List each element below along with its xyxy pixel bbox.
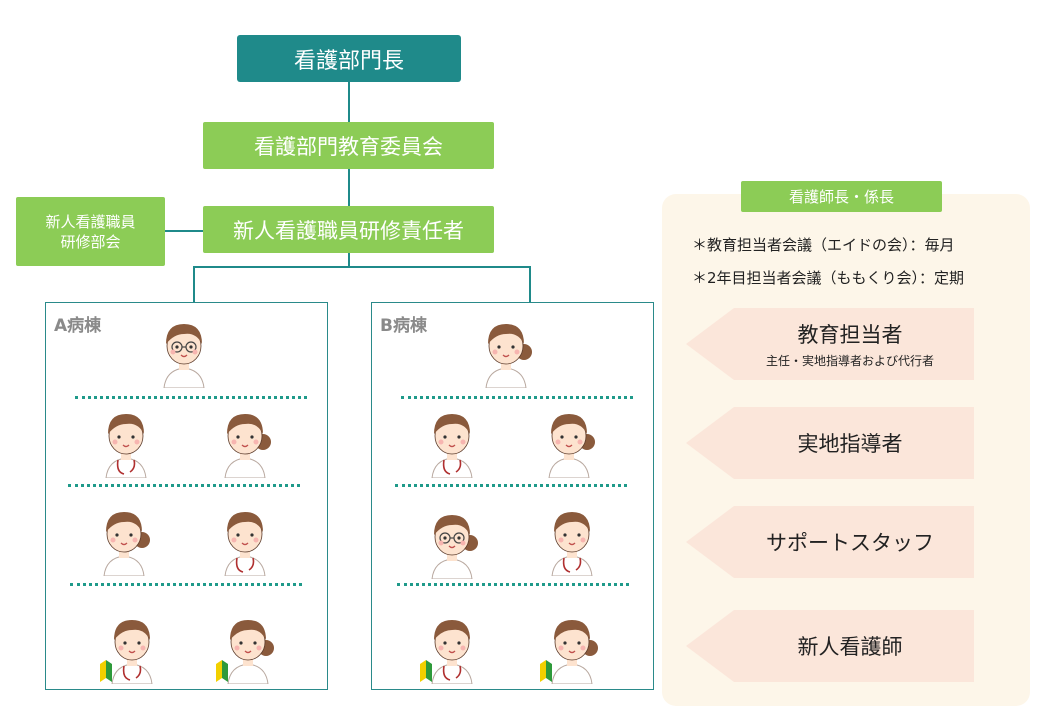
connector-line	[348, 253, 350, 267]
role-support-staff: サポートスタッフ	[686, 506, 974, 578]
role-arrow-shape	[686, 506, 974, 578]
role-arrow-shape	[686, 308, 974, 380]
new-nurse-illustration	[100, 608, 164, 685]
new-nurse-illustration	[216, 608, 280, 685]
nurse-illustration	[213, 500, 277, 577]
training-subcommittee-box: 新人看護職員 研修部会	[16, 197, 165, 266]
connector-line	[193, 266, 195, 303]
nurse-illustration	[540, 500, 604, 577]
role-new-nurse: 新人看護師	[686, 610, 974, 682]
meeting-note: ＊2年目担当者会議（ももくり会）：定期	[692, 269, 965, 287]
nurse-illustration	[213, 402, 277, 479]
new-nurse-illustration	[540, 608, 604, 685]
nurse-head-illustration	[152, 312, 216, 389]
nurse-illustration	[92, 500, 156, 577]
nurse-illustration	[420, 402, 484, 479]
nurse-illustration	[420, 503, 484, 580]
role-sublabel: 主任・実地指導者および代行者	[765, 354, 934, 368]
meeting-note: ＊教育担当者会議（エイドの会）：毎月	[692, 236, 955, 254]
education-committee-box: 看護部門教育委員会	[203, 122, 494, 169]
training-responsible-box: 新人看護職員研修責任者	[203, 206, 494, 253]
ward-a-title: A病棟	[54, 316, 102, 336]
ward-b-title: B病棟	[380, 316, 427, 336]
role-field-instructor: 実地指導者	[686, 407, 974, 479]
role-arrow-shape	[686, 610, 974, 682]
row-separator	[75, 396, 307, 399]
role-label: 新人看護師	[797, 635, 903, 659]
row-separator	[68, 484, 300, 487]
subcommittee-line2: 研修部会	[60, 232, 121, 251]
row-separator	[397, 583, 629, 586]
head-nurse-tag: 看護師長・係長	[741, 181, 942, 212]
nurse-head-illustration	[474, 312, 538, 389]
role-arrow-shape	[686, 407, 974, 479]
row-separator	[401, 396, 633, 399]
ward-b-panel: B病棟	[371, 302, 654, 690]
connector-line	[348, 169, 350, 206]
role-education-lead: 教育担当者主任・実地指導者および代行者	[686, 308, 974, 380]
role-label: サポートスタッフ	[766, 531, 934, 555]
nurse-illustration	[537, 402, 601, 479]
subcommittee-line1: 新人看護職員	[45, 212, 136, 231]
role-label: 教育担当者	[797, 323, 903, 347]
connector-line	[529, 266, 531, 303]
connector-line	[193, 266, 530, 268]
new-nurse-illustration	[420, 608, 484, 685]
row-separator	[70, 583, 302, 586]
head-of-nursing-box: 看護部門長	[237, 35, 461, 82]
connector-line	[165, 230, 203, 232]
role-label: 実地指導者	[797, 432, 903, 456]
row-separator	[395, 484, 627, 487]
connector-line	[348, 82, 350, 122]
nurse-illustration	[94, 402, 158, 479]
